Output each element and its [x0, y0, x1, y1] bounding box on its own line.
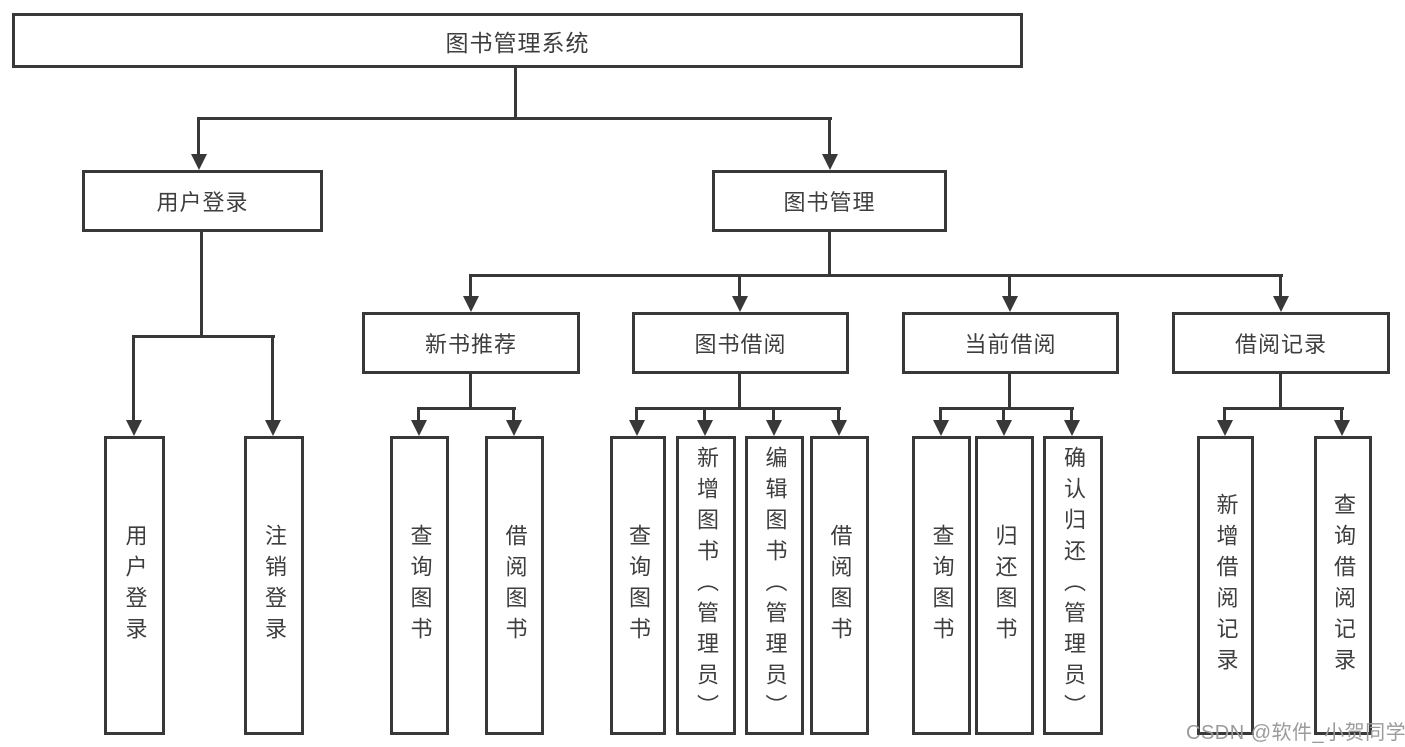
csdn-watermark: CSDN @软件_小贺同学 [1186, 722, 1405, 744]
leaf-query-borrow-record: 查询借阅记录 [1314, 436, 1372, 735]
node-borrow-records: 借阅记录 [1172, 312, 1390, 374]
arrow-to-cur-return [996, 420, 1012, 436]
connector-stem-bor-borrow [837, 407, 840, 423]
connector-stem-cur-query [939, 407, 942, 423]
leaf-user-login: 用户登录 [104, 436, 165, 735]
connector-stem-leaf-login [132, 335, 135, 421]
connector-level3-bar [469, 274, 1283, 277]
arrow-to-rec-query-record [1334, 420, 1350, 436]
connector-borrow-stem [738, 374, 741, 410]
connector-stem-current [1008, 274, 1011, 298]
connector-records-bar [1223, 407, 1344, 410]
node-root: 图书管理系统 [12, 13, 1023, 68]
connector-stem-cur-return [1002, 407, 1005, 423]
connector-user-login-bar [132, 335, 275, 338]
connector-stem-rec-query [417, 407, 420, 423]
arrow-to-book-mgmt [822, 154, 838, 170]
connector-stem-recommend [469, 274, 472, 298]
connector-stem-rec-query-record [1340, 407, 1343, 423]
arrow-to-rec-query [411, 420, 427, 436]
connector-stem-borrow [738, 274, 741, 298]
leaf-logout: 注销登录 [244, 436, 304, 735]
arrow-to-leaf-login [126, 420, 142, 436]
arrow-to-bor-add [697, 420, 713, 436]
arrow-to-bor-edit [766, 420, 782, 436]
leaf-add-book-admin: 新增图书（管理员） [676, 436, 736, 735]
connector-book-mgmt-stem [828, 232, 831, 277]
connector-stem-user-login [197, 117, 200, 156]
connector-stem-bor-query [635, 407, 638, 423]
connector-recommend-bar [417, 407, 516, 410]
connector-borrow-bar [635, 407, 841, 410]
leaf-edit-book-admin: 编辑图书（管理员） [745, 436, 804, 735]
connector-level1-bar [197, 117, 832, 120]
arrow-to-records [1273, 296, 1289, 312]
connector-stem-bor-add [703, 407, 706, 423]
leaf-add-borrow-record: 新增借阅记录 [1197, 436, 1254, 735]
connector-stem-rec-borrow [512, 407, 515, 423]
node-user-login: 用户登录 [82, 170, 323, 232]
leaf-borrow-books-recommend: 借阅图书 [485, 436, 544, 735]
arrow-to-borrow [732, 296, 748, 312]
leaf-borrow-books: 借阅图书 [810, 436, 869, 735]
arrow-to-user-login [191, 154, 207, 170]
connector-current-bar [939, 407, 1074, 410]
arrow-to-recommend [463, 296, 479, 312]
connector-stem-rec-add-record [1223, 407, 1226, 423]
connector-stem-records [1279, 274, 1282, 298]
node-book-borrow: 图书借阅 [632, 312, 849, 374]
connector-records-stem [1279, 374, 1282, 410]
arrow-to-leaf-logout [265, 420, 281, 436]
connector-stem-book-mgmt [828, 117, 831, 156]
leaf-query-books-recommend: 查询图书 [390, 436, 449, 735]
arrow-to-bor-borrow [831, 420, 847, 436]
arrow-to-rec-borrow [506, 420, 522, 436]
arrow-to-cur-confirm [1064, 420, 1080, 436]
arrow-to-current [1002, 296, 1018, 312]
connector-stem-leaf-logout [271, 335, 274, 421]
connector-stem-cur-confirm [1070, 407, 1073, 423]
connector-root-stem [514, 68, 517, 120]
connector-current-stem [1008, 374, 1011, 410]
node-book-management: 图书管理 [712, 170, 947, 232]
leaf-query-books-borrow: 查询图书 [610, 436, 666, 735]
arrow-to-rec-add-record [1217, 420, 1233, 436]
connector-user-login-stem [200, 232, 203, 338]
node-current-borrow: 当前借阅 [902, 312, 1119, 374]
leaf-query-books-current: 查询图书 [912, 436, 971, 735]
arrow-to-cur-query [933, 420, 949, 436]
leaf-return-book: 归还图书 [975, 436, 1034, 735]
connector-recommend-stem [469, 374, 472, 410]
arrow-to-bor-query [629, 420, 645, 436]
leaf-confirm-return-admin: 确认归还（管理员） [1043, 436, 1103, 735]
node-new-book-recommend: 新书推荐 [362, 312, 580, 374]
connector-stem-bor-edit [772, 407, 775, 423]
